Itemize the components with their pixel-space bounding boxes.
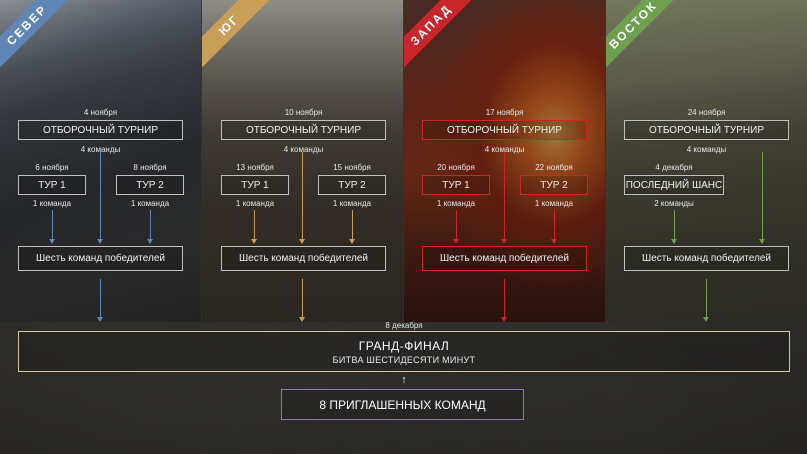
south-round2-date: 15 ноября (333, 163, 371, 172)
west-round2-box: ТУР 2 (520, 175, 588, 195)
north-round2-label: ТУР 2 (136, 179, 164, 191)
south-round1-date: 13 ноября (236, 163, 274, 172)
south-line-round1 (254, 210, 255, 240)
west-round2-label: ТУР 2 (540, 179, 568, 191)
south-qualifier-box: ОТБОРОЧНЫЙ ТУРНИР (221, 120, 386, 140)
north-round1-teams: 1 команда (32, 199, 72, 208)
south-arrow-final (299, 317, 305, 322)
north-round1-date: 6 ноября (35, 163, 69, 172)
north-round1-box: ТУР 1 (18, 175, 86, 195)
east-qualifier-box: ОТБОРОЧНЫЙ ТУРНИР (624, 120, 789, 140)
east-line-final (706, 279, 707, 318)
north-round1-label: ТУР 1 (38, 179, 66, 191)
north-round2-teams: 1 команда (130, 199, 170, 208)
east-arrow-last-chance (671, 239, 677, 244)
north-arrow-round1 (49, 239, 55, 244)
north-line-round1 (52, 210, 53, 240)
west-winners-box: Шесть команд победителей (422, 246, 587, 271)
west-round1-label: ТУР 1 (442, 179, 470, 191)
south-winners-box: Шесть команд победителей (221, 246, 386, 271)
south-arrow-main (299, 239, 305, 244)
east-arrow-main (759, 239, 765, 244)
east-qualifier-teams: 4 команды (686, 145, 727, 154)
east-background-image (606, 0, 807, 322)
south-line-round2 (352, 210, 353, 240)
north-line-main (100, 152, 101, 240)
east-last-chance-box: ПОСЛЕДНИЙ ШАНС (624, 175, 724, 195)
north-qualifier-date: 4 ноября (83, 108, 118, 117)
west-round1-box: ТУР 1 (422, 175, 490, 195)
south-round2-box: ТУР 2 (318, 175, 386, 195)
west-qualifier-box: ОТБОРОЧНЫЙ ТУРНИР (422, 120, 587, 140)
north-qualifier-box: ОТБОРОЧНЫЙ ТУРНИР (18, 120, 183, 140)
north-winners-label: Шесть команд победителей (36, 253, 165, 264)
west-line-main (504, 152, 505, 240)
west-line-final (504, 279, 505, 318)
west-line-round2 (554, 210, 555, 240)
region-east-column: ВОСТОК 24 ноября ОТБОРОЧНЫЙ ТУРНИР 4 ком… (606, 0, 807, 322)
south-qualifier-teams: 4 команды (283, 145, 324, 154)
grand-final-title: ГРАНД-ФИНАЛ (358, 338, 450, 353)
east-line-main (762, 152, 763, 240)
north-winners-box: Шесть команд победителей (18, 246, 183, 271)
west-round2-date: 22 ноября (535, 163, 573, 172)
south-qualifier-label: ОТБОРОЧНЫЙ ТУРНИР (245, 124, 362, 136)
west-arrow-round1 (453, 239, 459, 244)
west-round1-teams: 1 команда (436, 199, 476, 208)
north-line-round2 (150, 210, 151, 240)
west-qualifier-label: ОТБОРОЧНЫЙ ТУРНИР (446, 124, 563, 136)
north-round2-date: 8 ноября (133, 163, 167, 172)
west-arrow-round2 (551, 239, 557, 244)
north-arrow-main (97, 239, 103, 244)
south-arrow-round1 (251, 239, 257, 244)
region-west-column: ЗАПАД 17 ноября ОТБОРОЧНЫЙ ТУРНИР 4 кома… (404, 0, 605, 322)
west-winners-label: Шесть команд победителей (440, 253, 569, 264)
south-round1-teams: 1 команда (235, 199, 275, 208)
east-qualifier-label: ОТБОРОЧНЫЙ ТУРНИР (648, 124, 765, 136)
south-round1-label: ТУР 1 (241, 179, 269, 191)
south-round2-teams: 1 команда (332, 199, 372, 208)
east-arrow-final (703, 317, 709, 322)
east-winners-box: Шесть команд победителей (624, 246, 789, 271)
west-qualifier-teams: 4 команды (484, 145, 525, 154)
west-arrow-final (501, 317, 507, 322)
north-arrow-final (97, 317, 103, 322)
grand-final-box: ГРАНД-ФИНАЛ БИТВА ШЕСТИДЕСЯТИ МИНУТ (18, 331, 790, 372)
grand-final-subtitle: БИТВА ШЕСТИДЕСЯТИ МИНУТ (332, 354, 476, 365)
south-winners-label: Шесть команд победителей (239, 253, 368, 264)
south-round1-box: ТУР 1 (221, 175, 289, 195)
east-last-chance-date: 4 декабря (655, 163, 693, 172)
invited-teams-box: 8 ПРИГЛАШЕННЫХ КОМАНД (281, 389, 524, 420)
region-south-column: ЮГ 10 ноября ОТБОРОЧНЫЙ ТУРНИР 4 команды… (202, 0, 403, 322)
south-arrow-round2 (349, 239, 355, 244)
east-last-chance-label: ПОСЛЕДНИЙ ШАНС (625, 179, 723, 191)
east-winners-label: Шесть команд победителей (642, 253, 771, 264)
invited-teams-label: 8 ПРИГЛАШЕННЫХ КОМАНД (319, 397, 486, 412)
west-qualifier-date: 17 ноября (485, 108, 524, 117)
west-line-round1 (456, 210, 457, 240)
north-qualifier-label: ОТБОРОЧНЫЙ ТУРНИР (42, 124, 159, 136)
west-round2-teams: 1 команда (534, 199, 574, 208)
final-date: 8 декабря (385, 321, 423, 330)
region-north-column: СЕВЕР 4 ноября ОТБОРОЧНЫЙ ТУРНИР 4 коман… (0, 0, 201, 322)
east-line-last-chance (674, 210, 675, 240)
north-arrow-round2 (147, 239, 153, 244)
north-line-final (100, 279, 101, 318)
south-line-final (302, 279, 303, 318)
south-round2-label: ТУР 2 (338, 179, 366, 191)
north-qualifier-teams: 4 команды (80, 145, 121, 154)
south-qualifier-date: 10 ноября (284, 108, 323, 117)
east-qualifier-date: 24 ноября (687, 108, 726, 117)
south-line-main (302, 152, 303, 240)
west-arrow-main (501, 239, 507, 244)
north-round2-box: ТУР 2 (116, 175, 184, 195)
west-round1-date: 20 ноября (437, 163, 475, 172)
invited-up-arrow: ↑ (401, 374, 407, 386)
east-last-chance-teams: 2 команды (654, 199, 694, 208)
